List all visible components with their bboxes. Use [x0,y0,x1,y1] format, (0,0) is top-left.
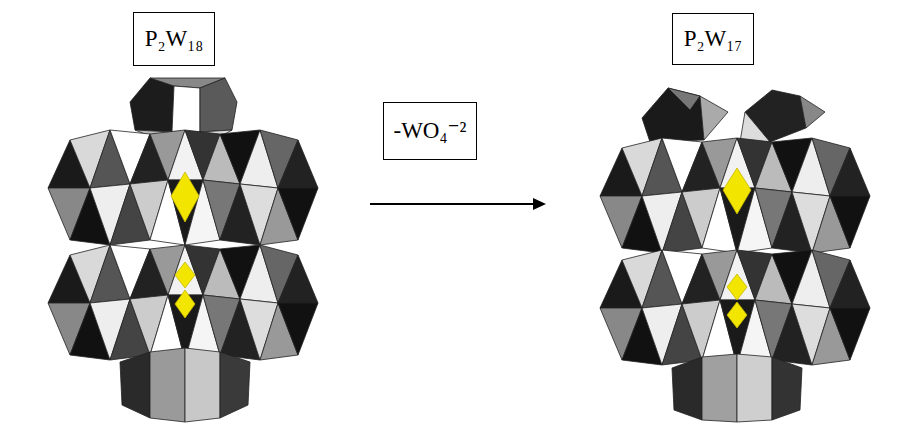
left-bottom-cap [120,348,250,422]
left-lower-belt [48,245,318,360]
phosphate-tetrahedra [723,168,751,328]
phosphate-tetrahedra [171,172,199,318]
formula-box: P₂W₁₈ [133,12,215,66]
right-lower-belt [600,250,870,365]
formula-label: -WO₄⁻² [393,118,466,143]
formula-label: P₂W₁₇ [684,26,743,51]
right-top-cap [642,88,825,142]
left-upper-belt [48,130,318,245]
formula-label: P₂W₁₈ [145,26,204,51]
reaction-arrow [370,198,546,210]
right-bottom-cap [672,354,802,422]
formula-box: P₂W₁₇ [672,13,754,65]
right-upper-belt [600,138,870,253]
reagent-box: -WO₄⁻² [383,102,477,160]
